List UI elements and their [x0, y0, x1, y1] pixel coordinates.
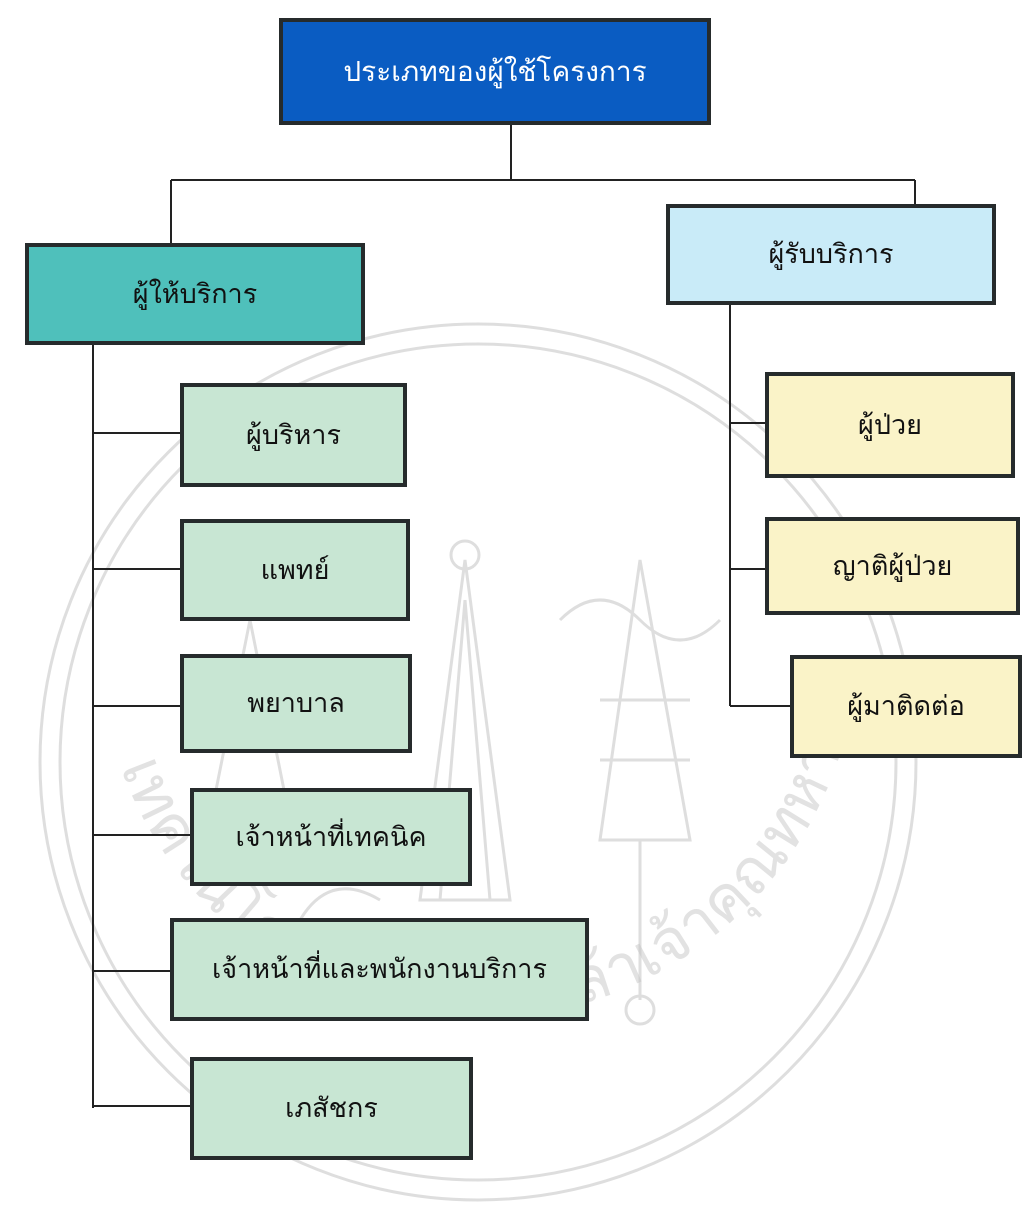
receiver-item-label: ญาติผู้ป่วย — [832, 550, 953, 582]
receiver-item-patient: ผู้ป่วย — [755, 362, 1015, 478]
provider-item-label: เภสัชกร — [285, 1093, 378, 1124]
provider-item-label: พยาบาล — [247, 688, 345, 719]
provider-item-service-staff: เจ้าหน้าที่และพนักงานบริการ — [160, 908, 589, 1021]
receiver-node: ผู้รับบริการ — [656, 194, 996, 305]
receiver-item-label: ผู้ป่วย — [858, 409, 922, 441]
provider-item-pharmacist: เภสัชกร — [180, 1047, 473, 1160]
provider-item-doctor: แพทย์ — [170, 509, 410, 621]
root-node: ประเภทของผู้ใช้โครงการ — [269, 8, 711, 125]
provider-item-technician: เจ้าหน้าที่เทคนิค — [180, 778, 472, 886]
receiver-label: ผู้รับบริการ — [768, 239, 894, 270]
provider-item-label: ผู้บริหาร — [246, 419, 341, 451]
receiver-item-label: ผู้มาติดต่อ — [847, 691, 965, 722]
provider-item-label: เจ้าหน้าที่และพนักงานบริการ — [212, 954, 547, 985]
provider-node: ผู้ให้บริการ — [15, 233, 365, 345]
provider-item-nurse: พยาบาล — [170, 644, 412, 753]
provider-item-label: แพทย์ — [260, 554, 330, 586]
root-label: ประเภทของผู้ใช้โครงการ — [343, 54, 647, 88]
provider-item-executive: ผู้บริหาร — [170, 373, 407, 487]
receiver-item-visitor: ผู้มาติดต่อ — [780, 645, 1022, 758]
provider-item-label: เจ้าหน้าที่เทคนิค — [235, 821, 427, 853]
provider-label: ผู้ให้บริการ — [132, 278, 258, 310]
receiver-item-relative: ญาติผู้ป่วย — [755, 507, 1020, 615]
